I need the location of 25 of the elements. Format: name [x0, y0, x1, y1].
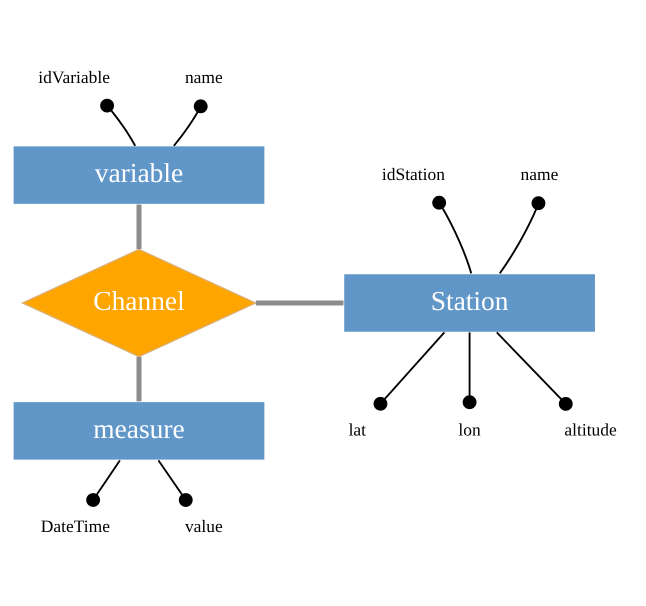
- connector: [173, 99, 208, 146]
- connector: [158, 460, 193, 507]
- connector: [432, 196, 472, 274]
- node-text: lon: [458, 419, 481, 440]
- connector: [374, 332, 446, 411]
- connector: [256, 300, 344, 306]
- node-text: idVariable: [38, 67, 110, 88]
- connector: [462, 332, 476, 410]
- connector: [136, 204, 142, 250]
- node-text: name: [184, 67, 223, 88]
- node-text: name: [520, 164, 558, 184]
- connector: [496, 332, 573, 411]
- connector: [100, 98, 136, 146]
- connector: [136, 356, 142, 402]
- node-text: DateTime: [40, 516, 110, 536]
- node-box: measure: [12, 400, 266, 461]
- node-text: altitude: [564, 419, 617, 440]
- connector: [86, 460, 121, 507]
- node-box: Station: [342, 273, 596, 333]
- node-text: value: [184, 516, 223, 536]
- node-diamond: Channel: [20, 248, 258, 358]
- node-box: variable: [12, 145, 266, 206]
- node-text: idStation: [382, 164, 445, 184]
- connector: [499, 196, 546, 274]
- node-text: lat: [348, 419, 366, 440]
